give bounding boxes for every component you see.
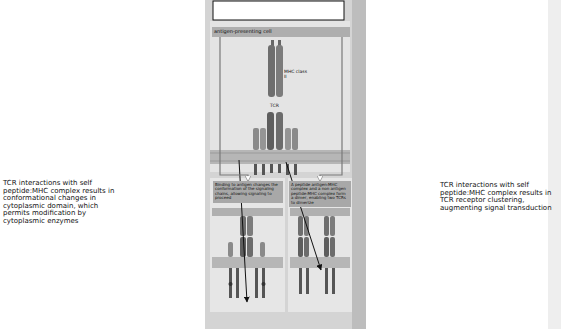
- cd3-chain: [228, 242, 233, 257]
- cytoplasmic-tail: [325, 268, 328, 294]
- left-panel: [210, 178, 285, 312]
- split-arrow: [220, 37, 248, 182]
- tcr-chain: [247, 237, 253, 257]
- cytoplasmic-tail: [270, 164, 273, 173]
- part-label: MHC class II: [284, 70, 308, 80]
- cd3-chain: [260, 128, 266, 150]
- tcr-chain: [330, 237, 335, 257]
- cd3-chain: [292, 128, 298, 150]
- cd3-chain: [253, 128, 259, 150]
- cytoplasmic-tail: [255, 268, 258, 298]
- mhc-chain: [324, 216, 329, 236]
- scan-ground: [205, 0, 355, 329]
- cd3-chain: [285, 128, 291, 150]
- node-text: A peptide antigen:MHC complex and a non …: [291, 183, 349, 205]
- tcr-chain: [276, 112, 283, 150]
- apc-membrane: [212, 208, 283, 216]
- membrane-line: [210, 161, 350, 162]
- split-arrow: [320, 37, 342, 182]
- mhc-chain: [298, 216, 303, 236]
- annotation-note: TCR interactions with self peptide:MHC c…: [440, 182, 556, 212]
- t-cell-membrane: [210, 150, 350, 164]
- membrane-line: [210, 153, 350, 154]
- cytoplasmic-tail: [262, 268, 265, 298]
- mhc-chain: [330, 216, 335, 236]
- cytoplasmic-tail: [262, 164, 265, 175]
- phosphate: [262, 282, 266, 286]
- blank-title-box: [213, 1, 344, 20]
- cytoplasmic-tail: [254, 164, 257, 175]
- tcr-chain: [240, 237, 246, 257]
- cytoplasmic-tail: [236, 268, 239, 298]
- leader-arrow: [286, 162, 321, 270]
- tcr-chain: [304, 237, 309, 257]
- right-panel: [288, 178, 352, 312]
- cytoplasmic-tail: [299, 268, 302, 294]
- cytoplasmic-tail: [294, 164, 297, 175]
- t-cell-membrane: [212, 257, 283, 268]
- cytoplasmic-tail: [306, 268, 309, 294]
- apc-membrane: [290, 208, 350, 216]
- tcr-chain: [267, 112, 274, 150]
- membrane-band: antigen-presenting cell: [212, 27, 350, 37]
- cytoplasmic-tail: [229, 268, 232, 298]
- mhc-chain: [247, 216, 253, 236]
- mhc-chain: [268, 45, 275, 97]
- caption-box: A peptide antigen:MHC complex and a non …: [289, 181, 351, 207]
- caption-box: Binding to antigen changes the conformat…: [213, 181, 283, 203]
- phosphate: [229, 282, 233, 286]
- top-panel: [210, 21, 350, 172]
- mhc-chain: [276, 45, 283, 97]
- tcr-chain: [324, 237, 329, 257]
- part-label: TCR: [270, 104, 286, 109]
- cytoplasmic-tail: [332, 268, 335, 294]
- annotation-note: TCR interactions with self peptide:MHC c…: [3, 180, 125, 225]
- node-text: Binding to antigen changes the conformat…: [215, 183, 281, 201]
- cytoplasmic-tail: [278, 164, 281, 173]
- node-text: antigen-presenting cell: [214, 29, 348, 35]
- scan-edge: [548, 0, 561, 329]
- cd3-chain: [260, 242, 265, 257]
- tcr-chain: [298, 237, 303, 257]
- scan-shade: [352, 0, 366, 329]
